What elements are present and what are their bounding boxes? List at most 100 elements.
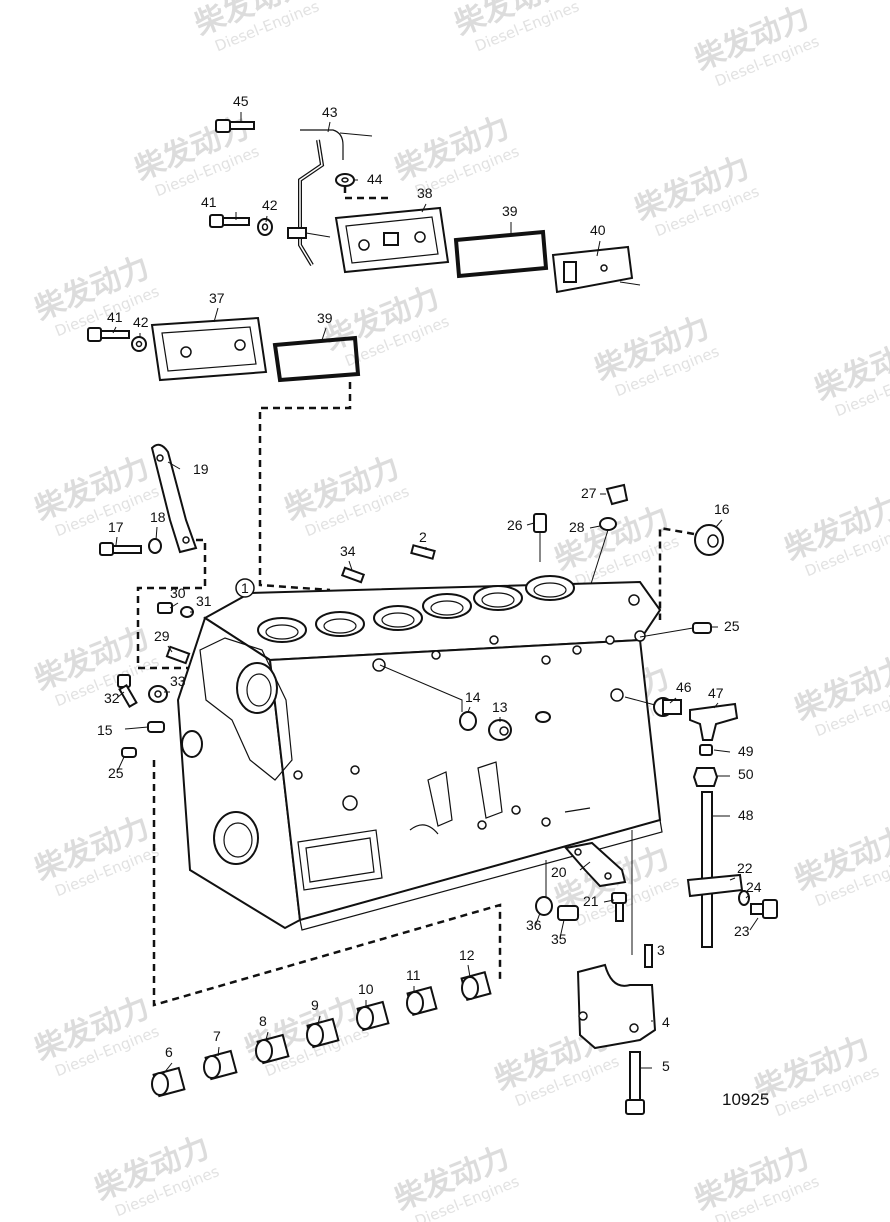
callout-leader — [348, 560, 353, 571]
callout-label: 16 — [714, 501, 730, 517]
callout-label: 1 — [241, 580, 249, 596]
callout-leader — [526, 522, 535, 526]
callout-label: 28 — [569, 519, 585, 535]
callout-leader — [713, 702, 719, 709]
plug-46-part — [653, 697, 682, 717]
callout-label: 11 — [406, 967, 421, 983]
callout-label: 32 — [104, 690, 120, 706]
callout-label: 41 — [201, 194, 217, 210]
callout-label: 8 — [259, 1013, 267, 1029]
callout-label: 40 — [590, 222, 606, 238]
callout-leader — [124, 726, 149, 730]
callout-label: 9 — [311, 997, 319, 1013]
inspection-cover-38-part — [334, 206, 450, 274]
bushing-8-part — [255, 1033, 290, 1065]
clamp-22-part — [686, 873, 744, 898]
stud-34-part — [340, 566, 366, 584]
callout-leader — [217, 1046, 220, 1057]
callout-label: 25 — [724, 618, 740, 634]
bushing-9-part — [306, 1017, 340, 1049]
stud-29-part — [165, 645, 191, 665]
washer-14-part — [459, 711, 477, 731]
callout-leader — [715, 519, 723, 528]
callout-leader — [327, 121, 331, 133]
bushing-6-part — [151, 1066, 186, 1098]
callout-circle — [235, 578, 255, 598]
callout-leader — [117, 691, 125, 698]
callout-label: 15 — [97, 722, 113, 738]
plug-27-part — [605, 483, 629, 506]
callout-label: 37 — [209, 290, 225, 306]
callout-label: 24 — [746, 879, 762, 895]
callout-leader — [603, 899, 615, 903]
callout-label: 14 — [465, 689, 481, 705]
bolt-5-part — [625, 1051, 645, 1115]
washer-24-part — [738, 890, 750, 906]
lifting-bracket-19-part — [150, 443, 198, 554]
plug-35-part — [557, 905, 579, 921]
callout-leader — [749, 917, 759, 931]
callout-leader — [535, 912, 541, 925]
washer-36-part — [535, 896, 553, 916]
callout-label: 34 — [340, 543, 356, 559]
drawing-number: 10925 — [722, 1090, 769, 1109]
inspection-cover-37-part — [150, 316, 268, 382]
callout-label: 48 — [738, 807, 754, 823]
callout-label: 39 — [317, 310, 333, 326]
callout-leader — [321, 327, 327, 341]
dowel-3-part — [644, 944, 653, 968]
callout-leader — [117, 756, 125, 771]
washer-28-part — [599, 517, 617, 531]
pin-25-side-part — [692, 622, 712, 634]
callout-label: 26 — [507, 517, 523, 533]
callout-leader — [589, 525, 601, 529]
callout-label: 43 — [322, 104, 338, 120]
callout-label: 49 — [738, 743, 754, 759]
callout-label: 42 — [133, 314, 149, 330]
callout-label: 30 — [170, 585, 186, 601]
bushing-12-part — [460, 971, 492, 1001]
callout-label: 12 — [459, 947, 475, 963]
bolt-17-part — [99, 542, 142, 556]
callout-label: 41 — [107, 309, 123, 325]
callout-label: 17 — [108, 519, 124, 535]
callout-label: 35 — [551, 931, 567, 947]
callout-label: 39 — [502, 203, 518, 219]
callout-label: 42 — [262, 197, 278, 213]
callout-label: 23 — [734, 923, 750, 939]
bolt-41-upper-part — [209, 214, 250, 228]
callout-leader — [579, 861, 591, 871]
callout-leader — [713, 749, 731, 753]
oil-pipe-43-part — [300, 129, 344, 160]
gasket-39-upper-part — [453, 229, 549, 279]
callout-label: 4 — [662, 1014, 670, 1030]
callout-label: 44 — [367, 171, 383, 187]
plug-16-part — [694, 524, 724, 556]
bolt-30-part — [157, 602, 173, 614]
callout-label: 2 — [419, 529, 427, 545]
callout-leader — [596, 240, 601, 257]
bracket-20-part — [564, 841, 627, 888]
callout-leader — [167, 645, 173, 653]
callout-leader — [169, 602, 179, 609]
callout-leader — [669, 697, 677, 704]
callout-label: 33 — [170, 673, 186, 689]
washer-18-part — [148, 538, 162, 554]
callout-label: 45 — [233, 93, 249, 109]
